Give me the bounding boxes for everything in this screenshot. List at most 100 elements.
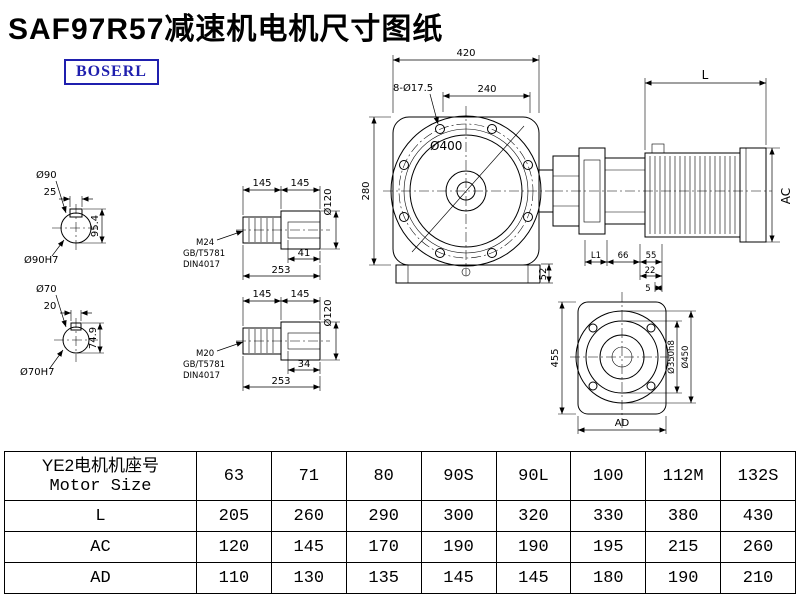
table-row-AD: AD 110 130 135 145 145 180 190 210 xyxy=(4,562,796,594)
dim-55: 55 xyxy=(646,251,657,261)
dim-240: 240 xyxy=(477,84,496,95)
table-row-L: L 205 260 290 300 320 330 380 430 xyxy=(4,500,796,532)
table-cell: 330 xyxy=(570,500,647,532)
keyway-slot xyxy=(287,221,321,239)
table-cell: 180 xyxy=(570,562,647,594)
std2-label: DIN4017 xyxy=(183,371,220,381)
dim-5: 5 xyxy=(645,284,650,294)
gearbox-front-view: Ø400 420 240 8-Ø17.5 280 52 xyxy=(361,48,553,284)
dim-455: 455 xyxy=(550,348,561,367)
bolt-hole xyxy=(487,124,497,134)
table-cell: 260 xyxy=(270,500,347,532)
table-cell: 145 xyxy=(495,562,572,594)
dim-dia120: Ø120 xyxy=(322,189,334,216)
input-shaft-hole xyxy=(456,181,476,201)
header-en: Motor Size xyxy=(49,477,152,496)
table-cell: 130 xyxy=(270,562,347,594)
table-cell: 195 xyxy=(570,531,647,563)
motor-size-table: YE2电机机座号 Motor Size 63 71 80 90S 90L 100… xyxy=(4,451,796,594)
dim-total: 253 xyxy=(271,265,290,276)
motor-body xyxy=(644,152,741,238)
dim-dia-70: Ø70 xyxy=(36,283,57,295)
table-cell: 215 xyxy=(645,531,722,563)
dim-keyw-90: 25 xyxy=(44,187,57,198)
dim-dia120: Ø120 xyxy=(322,300,334,327)
dim-s2: 145 xyxy=(290,178,309,189)
size-col: 112M xyxy=(645,451,722,501)
dim-motor-L: L xyxy=(702,68,709,82)
shaft-90-circle xyxy=(60,212,92,244)
dim-s1: 145 xyxy=(252,178,271,189)
table-cell: 290 xyxy=(345,500,422,532)
dim-s2: 145 xyxy=(290,289,309,300)
dim-motor-AC: AC xyxy=(779,188,793,204)
table-cell: 205 xyxy=(196,500,272,532)
technical-drawing: 25 Ø90 95.4 Ø90H7 20 Ø70 74.9 xyxy=(20,48,793,434)
flange-bolt-hole xyxy=(588,323,598,333)
table-cell: 300 xyxy=(420,500,497,532)
dim-od450: Ø450 xyxy=(680,346,691,369)
table-cell: 190 xyxy=(645,562,722,594)
shaft-70-circle xyxy=(62,326,90,354)
dim-height-280: 280 xyxy=(361,181,372,200)
table-cell: 380 xyxy=(645,500,722,532)
flange-housing xyxy=(577,301,667,415)
dim-height-90: 95.4 xyxy=(90,215,101,237)
dim-AD: AD xyxy=(615,418,630,429)
bolt-hole xyxy=(487,248,497,258)
motor-size-header: YE2电机机座号 Motor Size xyxy=(4,451,197,501)
row-label: AD xyxy=(4,562,197,594)
lifting-eye xyxy=(651,143,665,154)
dim-key-len: 41 xyxy=(298,248,311,259)
dim-keyw-70: 20 xyxy=(44,301,57,312)
dim-L1: L1 xyxy=(591,251,601,261)
dim-total: 253 xyxy=(271,376,290,387)
std1-label: GB/T5781 xyxy=(183,249,225,259)
dim-dia400: Ø400 xyxy=(430,139,462,153)
size-col: 71 xyxy=(270,451,347,501)
dim-foot-52: 52 xyxy=(538,268,549,281)
size-col: 100 xyxy=(570,451,647,501)
table-cell: 120 xyxy=(196,531,272,563)
shaft-side-m20: 145 145 Ø120 M20 GB/T5781 DIN4017 34 253 xyxy=(183,289,340,391)
keyway-70 xyxy=(70,322,82,331)
dim-key-len: 34 xyxy=(298,359,311,370)
mounting-foot xyxy=(395,264,541,284)
shaft-side-m24: 145 145 Ø120 M24 GB/T5781 DIN4017 41 253 xyxy=(183,178,340,280)
table-cell: 260 xyxy=(720,531,796,563)
thread-label: M24 xyxy=(196,238,214,248)
page-title: SAF97R57减速机电机尺寸图纸 xyxy=(8,13,444,46)
table-cell: 320 xyxy=(495,500,572,532)
row-label: L xyxy=(4,500,197,532)
flange-bolt-hole xyxy=(588,381,598,391)
table-cell: 145 xyxy=(270,531,347,563)
row-label: AC xyxy=(4,531,197,563)
table-cell: 145 xyxy=(420,562,497,594)
table-cell: 135 xyxy=(345,562,422,594)
bolt-hole xyxy=(399,160,409,170)
bolt-hole xyxy=(523,212,533,222)
table-cell: 430 xyxy=(720,500,796,532)
bolt-hole xyxy=(523,160,533,170)
flange-bolt-hole xyxy=(646,381,656,391)
dim-width-420: 420 xyxy=(456,48,475,59)
fan-cowl xyxy=(739,147,767,243)
gear-housing-circle xyxy=(390,115,542,267)
table-cell: 190 xyxy=(495,531,572,563)
thread-label: M20 xyxy=(196,349,214,359)
table-header-row: YE2电机机座号 Motor Size 63 71 80 90S 90L 100… xyxy=(4,451,796,501)
table-row-AC: AC 120 145 170 190 190 195 215 260 xyxy=(4,531,796,563)
dim-bolts: 8-Ø17.5 xyxy=(393,82,433,94)
table-cell: 110 xyxy=(196,562,272,594)
size-col: 63 xyxy=(196,451,272,501)
motor-side-view: L AC xyxy=(538,68,793,243)
flange-offset-dims: L1 66 55 22 5 xyxy=(584,240,663,294)
dim-22: 22 xyxy=(645,266,656,276)
dim-spigot: Ø350h8 xyxy=(666,340,677,374)
size-col: 132S xyxy=(720,451,796,501)
std2-label: DIN4017 xyxy=(183,260,220,270)
table-cell: 190 xyxy=(420,531,497,563)
dim-fit-90: Ø90H7 xyxy=(24,254,58,266)
dim-fit-70: Ø70H7 xyxy=(20,366,54,378)
